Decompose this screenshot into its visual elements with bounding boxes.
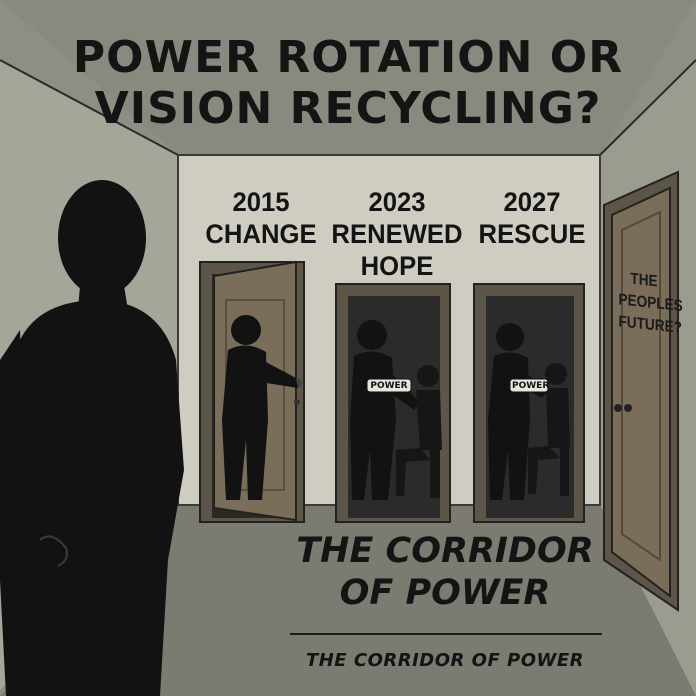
edge-line	[599, 59, 696, 156]
door-2023[interactable]	[335, 283, 451, 523]
peoples-future-label: THE PEOPLES FUTURE?	[619, 267, 683, 338]
corridor-title-line: THE CORRIDOR	[296, 531, 594, 571]
corridor-title: THE CORRIDOR OF POWER	[290, 530, 600, 614]
figure-2027-seated	[528, 363, 570, 496]
corridor-title-line: OF POWER	[339, 573, 551, 613]
door-slogan: RENEWED	[331, 219, 463, 249]
door-knob	[624, 404, 632, 412]
door-slogan: HOPE	[360, 251, 434, 281]
title-line: POWER ROTATION OR	[72, 32, 624, 83]
door-2027[interactable]	[473, 283, 585, 523]
peoples-future-door[interactable]	[603, 170, 679, 612]
door-year: 2023	[368, 187, 426, 217]
door-2015[interactable]	[199, 260, 305, 523]
door-label-2023: 2023 RENEWED HOPE	[326, 186, 469, 282]
title-line: VISION RECYCLING?	[94, 83, 602, 134]
divider	[290, 633, 602, 635]
keyhole	[294, 399, 300, 405]
door-year: 2015	[232, 187, 290, 217]
power-sign-text: POWER	[370, 381, 408, 391]
ceiling	[0, 0, 696, 155]
observer-silhouette	[0, 180, 184, 696]
door-knob	[614, 404, 622, 412]
power-sign-2027	[509, 378, 549, 393]
door-panel	[611, 186, 671, 599]
edge-line	[0, 59, 179, 156]
floor	[0, 505, 696, 696]
door-label-2027: 2027 RESCUE	[475, 186, 589, 250]
door-slogan: CHANGE	[205, 219, 317, 249]
footer-caption: THE CORRIDOR OF POWER	[305, 650, 585, 671]
door-year: 2027	[503, 187, 561, 217]
power-sign-2023	[366, 378, 412, 393]
door-label-2015: 2015 CHANGE	[199, 186, 323, 250]
power-sign-text: POWER	[512, 381, 550, 391]
door-slogan: RESCUE	[478, 219, 586, 249]
door-inset	[621, 210, 661, 562]
figure-2023-seated	[396, 365, 442, 498]
clasped-hands	[39, 535, 68, 567]
main-title: POWER ROTATION OR VISION RECYCLING?	[0, 32, 696, 134]
figure-2015	[222, 315, 298, 500]
